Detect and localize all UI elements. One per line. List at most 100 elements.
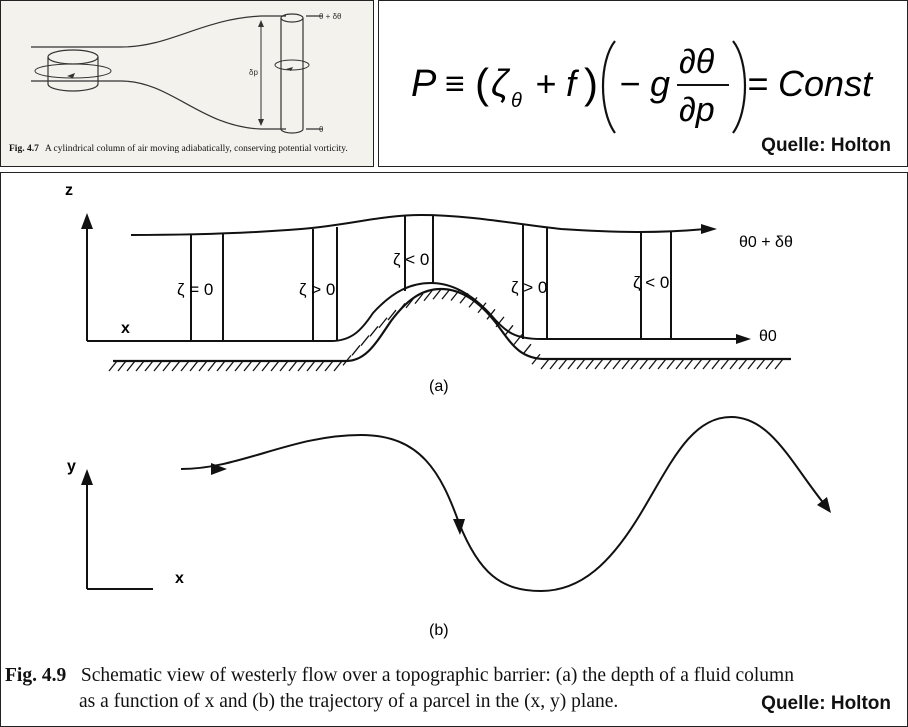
potential-vorticity-formula: P ≡ ( ζ θ + f ) − g ∂θ ∂p = Const [411, 40, 874, 134]
hatch-mark [450, 290, 460, 301]
axis-x-label-a: x [121, 320, 130, 337]
zeta-label-5: ζ < 0 [633, 273, 669, 292]
hatch-mark [387, 309, 397, 321]
hatch-mark [297, 360, 307, 372]
panel-b-label: (b) [429, 622, 449, 639]
panel-a-label: (a) [429, 378, 449, 395]
panel-a-axes: z x [65, 182, 130, 341]
hatch-mark [495, 316, 505, 328]
hatch-mark [243, 360, 253, 372]
hatch-mark [531, 353, 541, 365]
label-theta0: θ0 [759, 328, 777, 345]
hatch-mark [234, 360, 244, 372]
ground-with-mountain [113, 287, 791, 363]
hatch-mark [279, 360, 289, 372]
hatch-mark [729, 358, 739, 370]
hatch-mark [108, 360, 118, 372]
fig-4-9-caption-line1: Schematic view of westerly flow over a t… [80, 665, 794, 686]
hatch-mark [414, 293, 424, 305]
hatch-mark [522, 343, 532, 355]
hatch-mark [369, 325, 379, 337]
credit-fig-4-9: Quelle: Holton [761, 693, 891, 714]
hatch-mark [126, 360, 136, 372]
formula-equiv: ≡ [445, 65, 465, 103]
formula-big-paren-right [732, 40, 747, 134]
parcel-trajectory [180, 415, 826, 593]
fig-4-9-number: Fig. 4.9 [5, 665, 67, 686]
hatch-mark [477, 302, 487, 314]
zeta-label-1: ζ = 0 [177, 280, 213, 299]
hatch-mark [693, 358, 703, 370]
hatch-mark [639, 358, 649, 370]
fig-4-7-caption: Fig. 4.7 A cylindrical column of air movi… [9, 144, 348, 154]
hatch-mark [144, 360, 154, 372]
hatch-mark [567, 358, 577, 370]
hatch-mark [657, 358, 667, 370]
label-theta0-plus-dtheta: θ0 + δθ [739, 234, 793, 251]
hatch-mark [288, 360, 298, 372]
hatch-mark [216, 360, 226, 372]
zeta-label-3: ζ < 0 [393, 250, 429, 269]
hatch-mark [765, 358, 775, 370]
hatch-mark [198, 360, 208, 372]
hatch-mark [468, 296, 478, 308]
formula-paren-open: ( [475, 60, 489, 107]
hatch-mark [153, 360, 163, 372]
hatch-mark [432, 288, 442, 300]
hatch-mark [486, 308, 496, 320]
formula-P: P [411, 63, 437, 105]
formula-big-paren-left [601, 40, 616, 134]
upper-isentrope [130, 213, 707, 236]
zeta-label-4: ζ > 0 [511, 278, 547, 297]
hatch-mark [261, 360, 271, 372]
hatch-mark [630, 358, 640, 370]
hatch-mark [135, 360, 145, 372]
formula-equals-const: = Const [747, 63, 874, 104]
formula-paren-close: ) [584, 60, 598, 107]
hatch-mark [225, 360, 235, 372]
hatch-mark [396, 303, 406, 314]
hatch-mark [252, 360, 262, 372]
hatch-mark [504, 324, 514, 336]
axis-x-label-b: x [175, 570, 184, 587]
hatch-mark [711, 358, 721, 370]
hatch-mark [621, 358, 631, 370]
formula-numerator: ∂θ [679, 43, 715, 81]
hatch-mark [558, 358, 568, 370]
label-theta: θ [319, 125, 324, 134]
hatch-mark [648, 358, 658, 370]
hatch-mark [423, 290, 433, 302]
fig-4-9-panel: z x θ0 + δθ θ0 ζ = 0 ζ > 0 ζ < 0 ζ > 0 ζ… [0, 172, 908, 727]
formula-zeta: ζ [491, 63, 511, 105]
panel-b-axes: y x [67, 458, 184, 590]
fig-4-7-caption-text: A cylindrical column of air moving adiab… [44, 144, 348, 154]
hatch-mark [747, 358, 757, 370]
flow-tube-upper [31, 15, 286, 48]
hatch-mark [702, 358, 712, 370]
hatch-mark [207, 360, 217, 372]
short-wide-column [34, 49, 112, 92]
fig-4-7-number: Fig. 4.7 [9, 144, 39, 154]
hatch-mark [441, 288, 451, 300]
hatch-mark [603, 358, 613, 370]
hatch-mark [549, 358, 559, 370]
formula-denominator: ∂p [679, 91, 715, 129]
hatch-mark [315, 360, 325, 372]
hatch-mark [738, 358, 748, 370]
fig-4-9-caption-line2: as a function of x and (b) the trajector… [79, 691, 619, 712]
hatch-mark [324, 360, 334, 372]
hatch-mark [540, 358, 550, 370]
hatch-mark [117, 360, 127, 372]
formula-zeta-sub: θ [511, 90, 522, 112]
zeta-label-2: ζ > 0 [299, 280, 335, 299]
hatch-mark [171, 360, 181, 372]
label-theta-plus-dtheta: θ + δθ [319, 12, 342, 21]
hatch-mark [342, 354, 352, 366]
hatch-mark [378, 317, 388, 329]
formula-plus-f: + f [535, 63, 580, 104]
hatch-mark [720, 358, 730, 370]
credit-formula: Quelle: Holton [761, 135, 891, 156]
tall-narrow-column [274, 13, 310, 134]
hatch-mark [756, 358, 766, 370]
ground-hatching [108, 288, 784, 372]
